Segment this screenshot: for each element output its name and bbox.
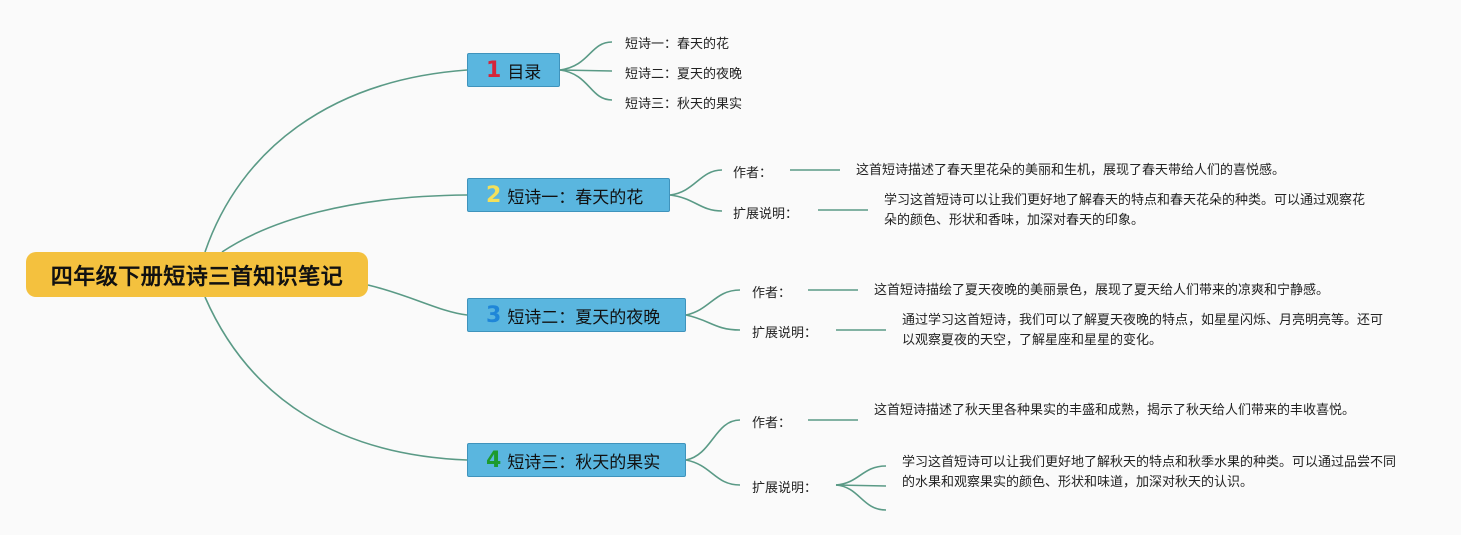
poem-2-author-label[interactable]: 作者： xyxy=(752,286,792,301)
connector-p3-ext-line-2 xyxy=(835,484,887,487)
poem-3-author-label[interactable]: 作者： xyxy=(752,416,792,431)
connector-root-topic-1 xyxy=(204,69,468,253)
connector-p2-ext xyxy=(685,314,741,331)
poem-1-author-label[interactable]: 作者： xyxy=(733,166,773,181)
number-3-icon: 3 xyxy=(486,302,502,328)
connector-p3-author xyxy=(685,419,741,461)
connector-toc-1 xyxy=(559,41,613,71)
toc-item-3[interactable]: 短诗三：秋天的果实 xyxy=(625,97,743,112)
topic-label: 短诗二：夏天的夜晚 xyxy=(507,307,661,328)
toc-item-1[interactable]: 短诗一：春天的花 xyxy=(625,37,730,52)
connector-p3-ext-line-1 xyxy=(835,465,887,486)
topic-label: 短诗三：秋天的果实 xyxy=(507,452,661,473)
poem-1-ext-label[interactable]: 扩展说明： xyxy=(733,207,799,222)
poem-3-author-text: 这首短诗描述了秋天里各种果实的丰盛和成熟，揭示了秋天给人们带来的丰收喜悦。 xyxy=(874,403,1356,418)
connector-p2-author xyxy=(685,289,741,316)
number-1-icon: 1 xyxy=(486,57,502,83)
poem-2-author-text: 这首短诗描绘了夏天夜晚的美丽景色，展现了夏天给人们带来的凉爽和宁静感。 xyxy=(874,283,1330,298)
topic-label: 短诗一：春天的花 xyxy=(507,187,644,208)
topic-label: 目录 xyxy=(507,62,542,83)
number-4-icon: 4 xyxy=(486,447,502,473)
poem-2-ext-label[interactable]: 扩展说明： xyxy=(752,326,818,341)
connector-toc-3 xyxy=(559,69,613,101)
toc-item-2[interactable]: 短诗二：夏天的夜晚 xyxy=(625,67,743,82)
connector-p1-author xyxy=(669,169,723,196)
poem-2-ext-text: 通过学习这首短诗，我们可以了解夏天夜晚的特点，如星星闪烁、月亮明亮等。还可以观察… xyxy=(902,313,1384,348)
topic-poem-3[interactable]: 4 短诗三：秋天的果实 xyxy=(467,443,686,477)
connector-root-topic-3 xyxy=(367,284,468,316)
poem-1-ext-text: 学习这首短诗可以让我们更好地了解春天的特点和春天花朵的种类。可以通过观察花朵的颜… xyxy=(884,193,1366,228)
connector-toc-2 xyxy=(559,69,613,72)
poem-1-author-text: 这首短诗描述了春天里花朵的美丽和生机，展现了春天带给人们的喜悦感。 xyxy=(856,163,1286,178)
central-topic-title: 四年级下册短诗三首知识笔记 xyxy=(50,264,344,290)
poem-3-ext-text: 学习这首短诗可以让我们更好地了解秋天的特点和秋季水果的种类。可以通过品尝不同的水… xyxy=(902,455,1397,490)
connector-root-topic-2 xyxy=(221,194,468,253)
connector-p1-ext xyxy=(669,194,723,212)
poem-3-ext-label[interactable]: 扩展说明： xyxy=(752,481,818,496)
number-2-icon: 2 xyxy=(486,182,502,208)
central-topic[interactable]: 四年级下册短诗三首知识笔记 xyxy=(26,252,368,297)
topic-toc[interactable]: 1 目录 xyxy=(467,53,560,87)
connector-p3-ext xyxy=(685,459,741,486)
connector-p3-ext-line-3 xyxy=(835,484,887,511)
topic-poem-1[interactable]: 2 短诗一：春天的花 xyxy=(467,178,670,212)
topic-poem-2[interactable]: 3 短诗二：夏天的夜晚 xyxy=(467,298,686,332)
connector-root-topic-4 xyxy=(204,296,468,461)
